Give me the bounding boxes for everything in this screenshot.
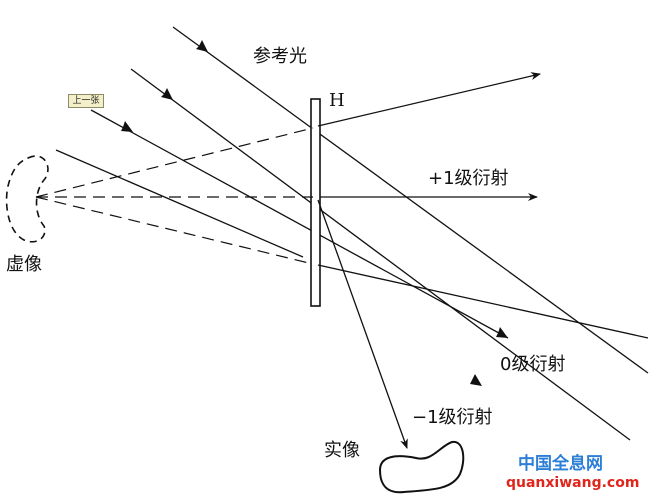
hologram-plate [310, 98, 321, 307]
plus-first-order-label: +1级衍射 [428, 168, 509, 189]
real-image-shape [378, 440, 465, 494]
arrowhead [121, 121, 133, 132]
zero-order-label: 0级衍射 [500, 354, 565, 375]
virtual-ray-upper [35, 127, 314, 198]
arrowhead [161, 88, 173, 100]
zero-order-arrowheads [470, 327, 508, 386]
reference-ray-1 [172, 26, 649, 374]
minus-first-order-label: −1级衍射 [412, 407, 493, 428]
real-image-label: 实像 [324, 440, 360, 461]
reference-ray-2 [130, 68, 631, 441]
plus-first-order-rays [317, 72, 649, 339]
reference-arrowheads [121, 40, 208, 132]
reference-light-label: 参考光 [253, 46, 307, 67]
reference-rays [55, 26, 649, 441]
plus-ray-upper [317, 72, 541, 127]
site-watermark: 中国全息网 quanxiwang.com [506, 453, 639, 491]
reference-ray-3 [90, 109, 509, 339]
plus-ray-lower [317, 264, 649, 339]
virtual-image-label: 虚像 [6, 254, 42, 275]
hologram-label: H [329, 90, 345, 111]
virtual-image-shape [5, 155, 49, 243]
virtual-ray-lower [35, 196, 314, 265]
reference-ray-4 [55, 149, 304, 258]
virtual-rays [35, 127, 314, 265]
watermark-title: 中国全息网 [518, 453, 603, 474]
arrowhead [496, 327, 508, 338]
arrowhead [196, 40, 208, 52]
minus-first-order-ray [317, 199, 408, 449]
arrowhead [470, 374, 482, 386]
previous-image-button[interactable]: 上一张 [68, 94, 104, 108]
watermark-url: quanxiwang.com [506, 475, 639, 491]
